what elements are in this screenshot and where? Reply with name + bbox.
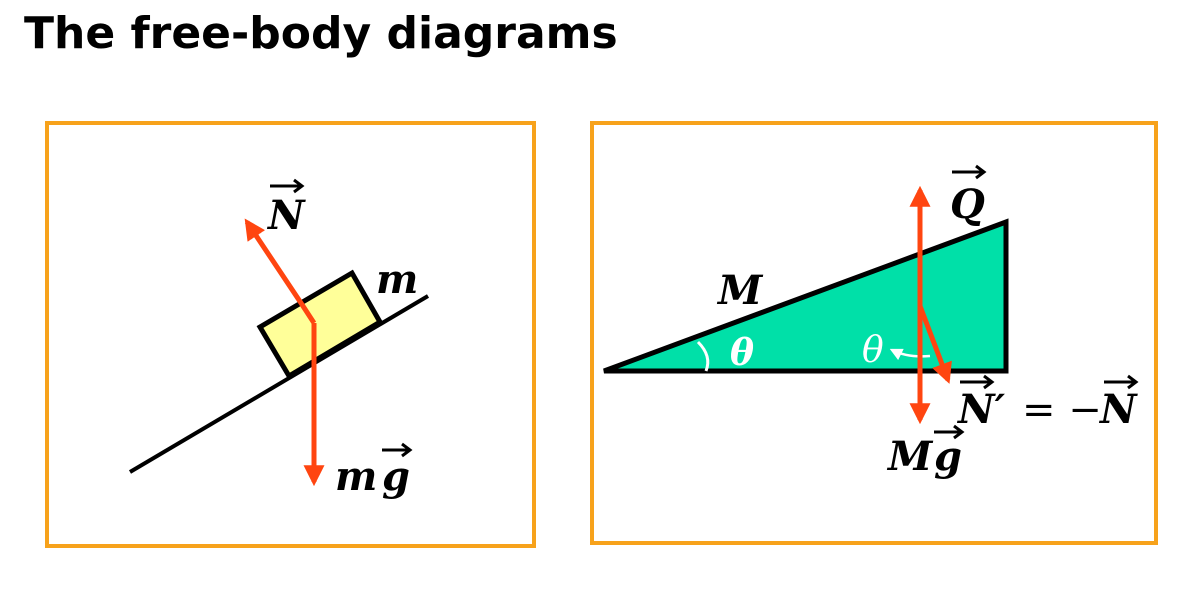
wedge-panel-frame <box>590 121 1158 545</box>
q-force-label: Q <box>950 164 987 228</box>
block-mass-label: m <box>376 256 418 303</box>
weight-label: m g <box>335 442 413 500</box>
vector-arrow-icon <box>270 178 305 194</box>
q-force-label-text: Q <box>950 181 985 228</box>
wedge-angle-label: θ <box>730 332 754 374</box>
inner-angle-label: θ <box>862 330 884 371</box>
wedge-weight-label-mass: M <box>886 433 934 480</box>
block <box>256 269 384 380</box>
block-panel: m N m g <box>45 121 536 548</box>
normal-force-label: N <box>266 178 306 239</box>
normal-force-arrow <box>244 218 317 325</box>
slide-title: The free-body diagrams <box>24 8 618 59</box>
reaction-label-eq: = − <box>1022 387 1102 433</box>
wedge-panel: θ θ M Q N′ = − N <box>590 121 1158 545</box>
wedge-weight-label: M g <box>886 424 965 480</box>
vector-arrow-icon <box>934 424 965 440</box>
normal-force-label-text: N <box>266 192 306 239</box>
reaction-label: N′ = − N <box>956 374 1139 433</box>
weight-label-mass: m <box>335 453 377 500</box>
wedge-mass-label: M <box>716 267 764 314</box>
angle-arc-icon <box>696 340 710 372</box>
vector-arrow-icon <box>960 374 995 390</box>
wedge <box>603 218 1009 374</box>
inner-angle-arrow-icon <box>889 348 931 361</box>
reaction-force-arrow <box>917 305 952 384</box>
reaction-label-lhs: N′ <box>956 386 1006 433</box>
vector-arrow-icon <box>1104 374 1139 390</box>
block-panel-frame <box>45 121 536 548</box>
reaction-label-rhs: N <box>1098 386 1138 433</box>
vector-arrow-icon <box>382 442 413 458</box>
wedge-weight-label-vector: g <box>934 433 962 480</box>
vector-arrow-icon <box>952 164 987 180</box>
weight-label-vector: g <box>382 453 410 500</box>
